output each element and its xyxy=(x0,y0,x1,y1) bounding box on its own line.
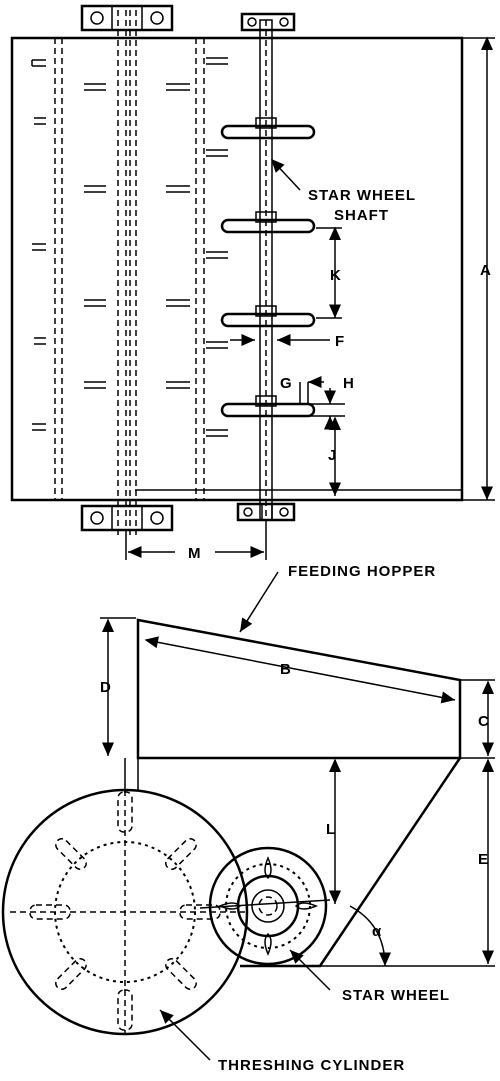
dimension-b-line xyxy=(144,636,456,704)
top-view-frame xyxy=(10,36,464,502)
dimension-k-label: K xyxy=(330,267,341,284)
star-wheel-label: STAR WHEEL xyxy=(342,987,450,1004)
star-wheel-arm-3 xyxy=(220,305,316,328)
dimension-a-label: A xyxy=(480,262,491,279)
dimension-l-label: L xyxy=(326,821,335,838)
star-wheel-arm-2 xyxy=(220,211,316,234)
dimension-b-label: B xyxy=(280,661,291,678)
feeding-hopper-label: FEEDING HOPPER xyxy=(288,563,436,580)
dimension-m-label: M xyxy=(188,545,201,562)
dimension-e-label: E xyxy=(478,851,488,868)
top-view: STAR WHEEL SHAFT A K F G H J M xyxy=(10,4,495,562)
dimension-c-label: C xyxy=(478,713,489,730)
dimension-g-label: G xyxy=(280,375,292,392)
angle-alpha-label: α xyxy=(372,923,382,940)
rasp-bars xyxy=(31,57,228,437)
feeding-hopper xyxy=(136,618,462,760)
dimension-j-label: J xyxy=(328,447,336,464)
star-wheel-arm-1 xyxy=(220,117,316,140)
star-wheel-shaft-label: STAR WHEEL xyxy=(308,187,416,204)
threshing-cylinder-label: THRESHING CYLINDER xyxy=(218,1057,405,1074)
bearing-top-right xyxy=(240,12,296,32)
star-wheel-shaft-label-2: SHAFT xyxy=(334,207,389,224)
dimension-f-label: F xyxy=(335,333,344,350)
bearing-bottom-left xyxy=(80,504,174,532)
dimension-h-label: H xyxy=(343,375,354,392)
angle-arc xyxy=(349,905,391,967)
side-view: FEEDING HOPPER B D C E L α xyxy=(1,563,495,1074)
bearing-top-left xyxy=(80,4,174,32)
dimension-d-label: D xyxy=(100,679,111,696)
star-wheel-arm-4 xyxy=(220,395,316,418)
